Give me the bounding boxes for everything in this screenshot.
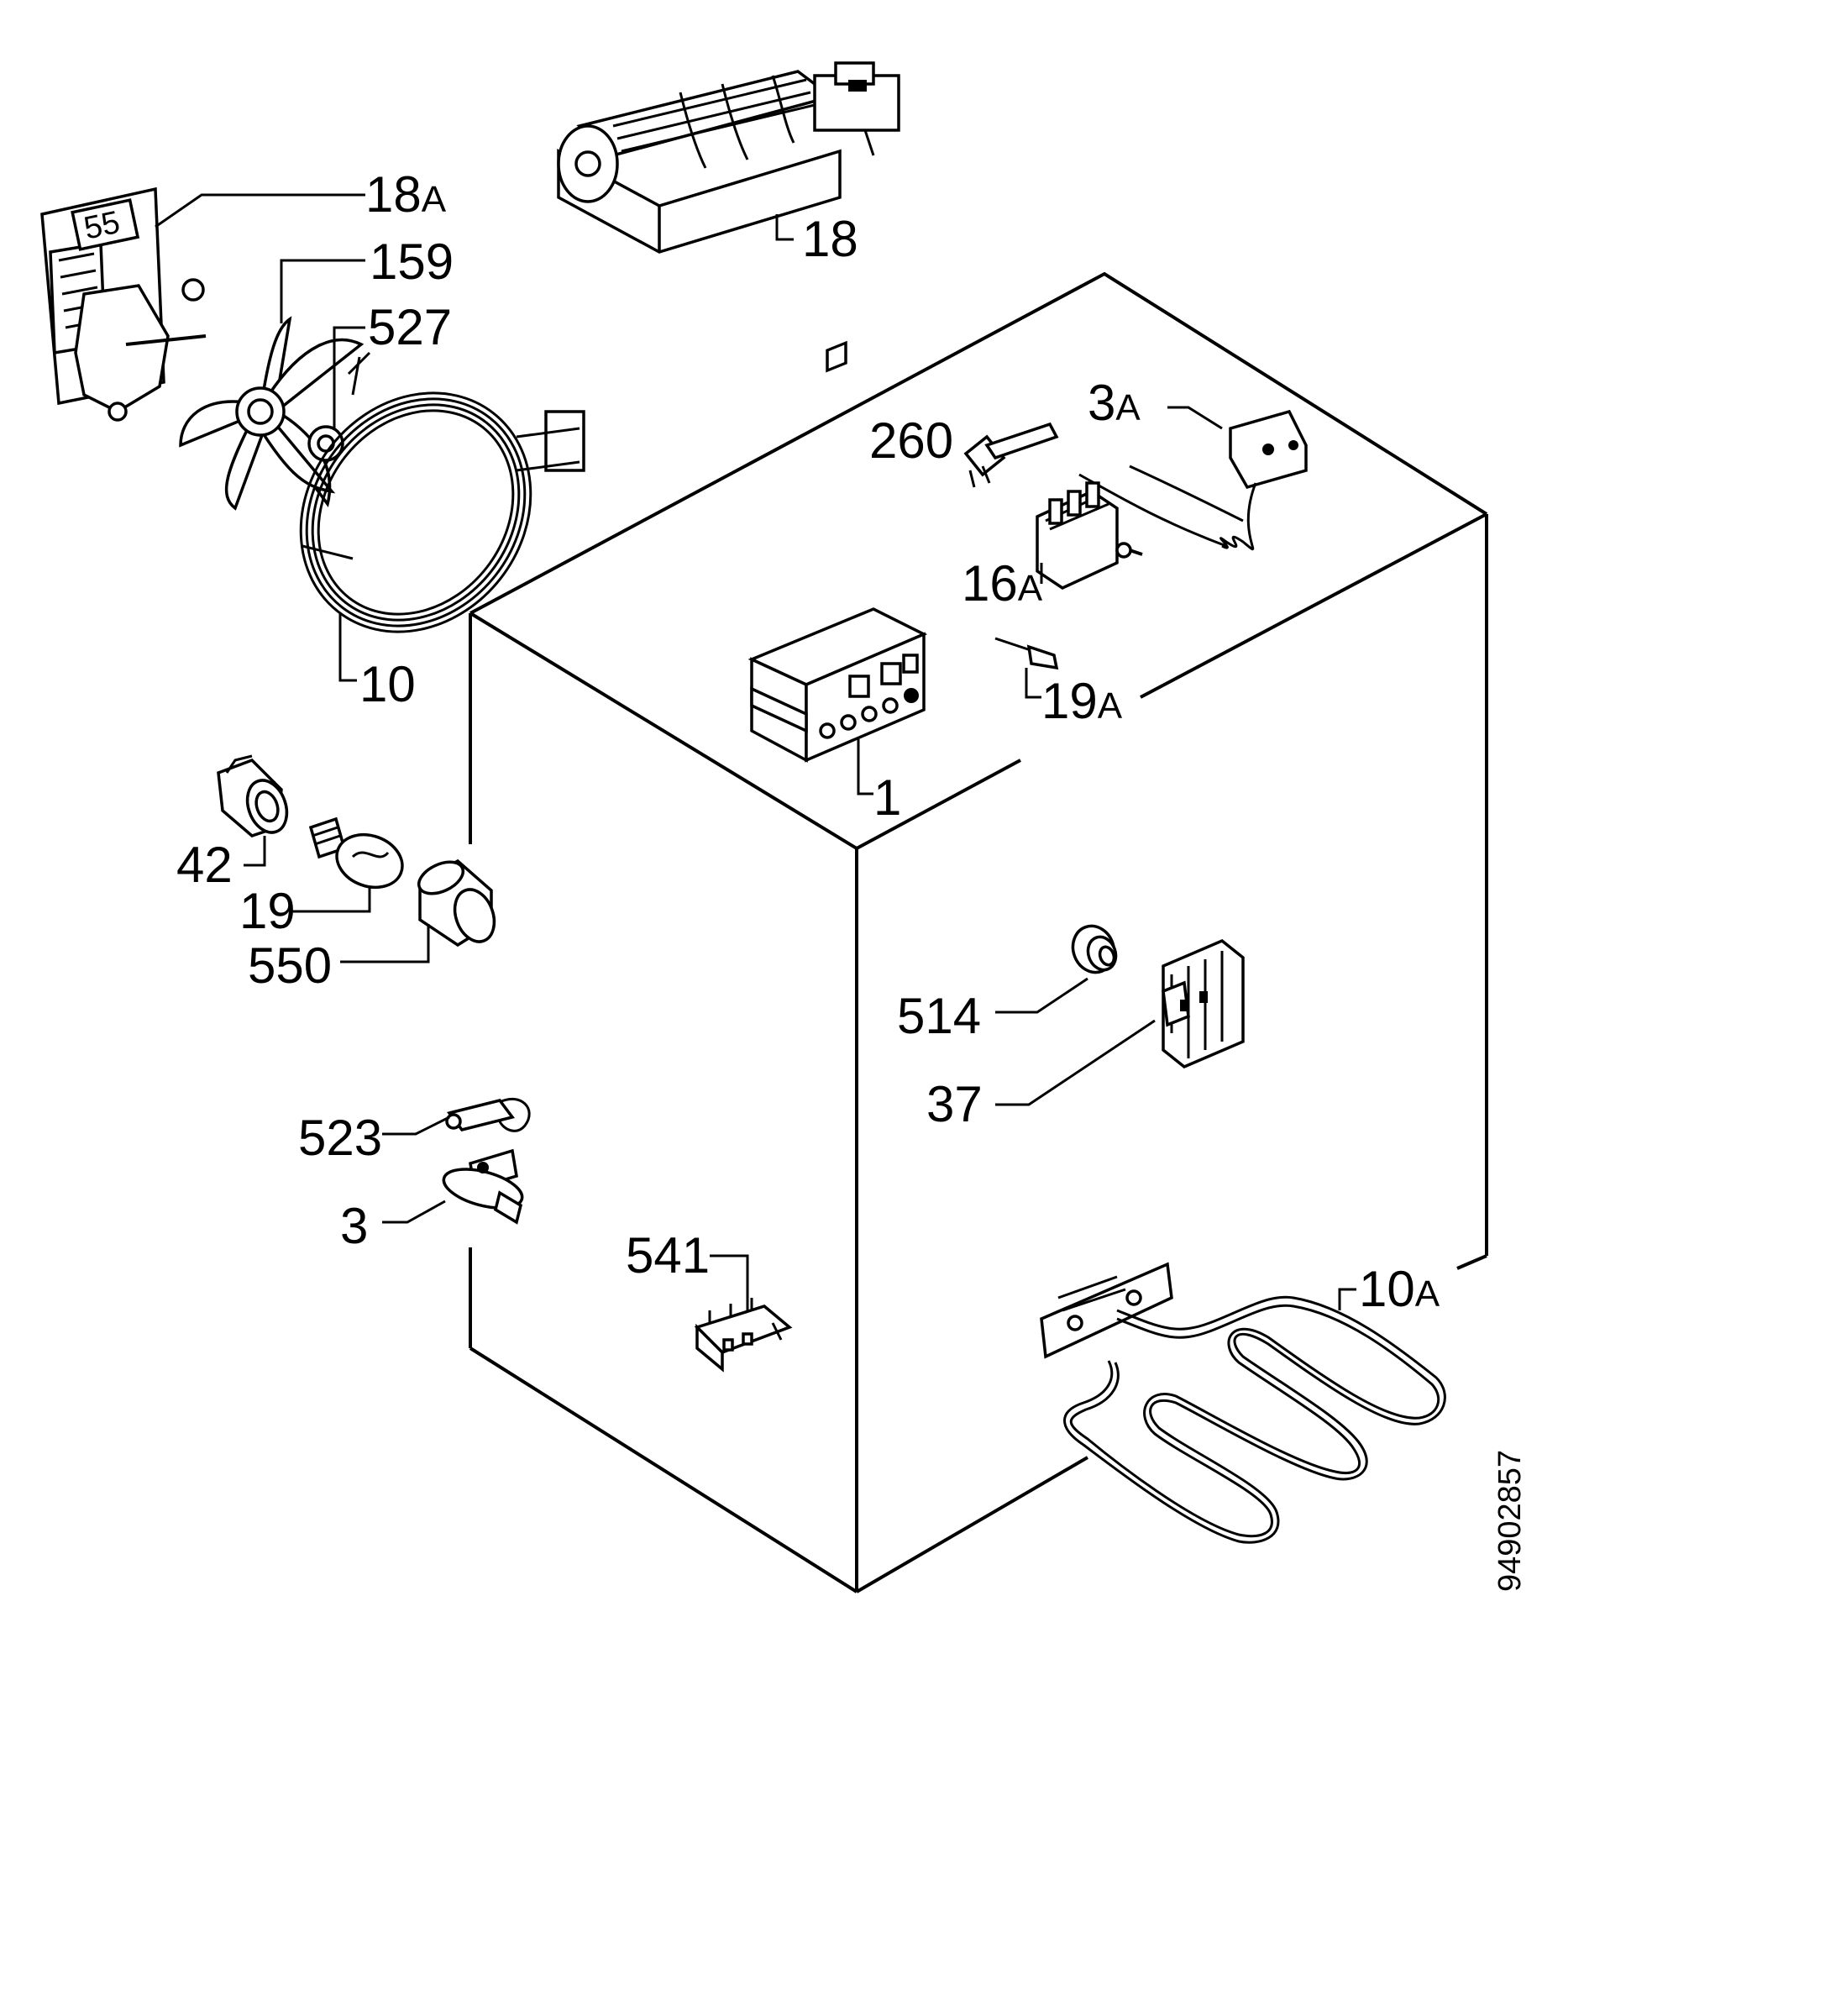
lamp-cover-part — [417, 858, 496, 948]
lamp-bulb-part — [308, 816, 404, 890]
terminal-block-part — [1162, 938, 1245, 1069]
thermostat-part — [1078, 409, 1308, 551]
label-10A: 10A — [1359, 1261, 1440, 1317]
leader-3A — [1167, 406, 1223, 430]
grill-heating-element-part — [1040, 1262, 1446, 1544]
label-523: 523 — [298, 1110, 382, 1166]
probe-part — [963, 422, 1059, 488]
lamp-holder-part — [217, 754, 289, 837]
label-514: 514 — [897, 988, 981, 1044]
leader-3 — [382, 1200, 446, 1224]
tangential-fan-part — [557, 61, 900, 254]
indicator-lamp-part — [994, 637, 1059, 670]
svg-text:55: 55 — [81, 205, 123, 247]
label-16A: 16A — [962, 555, 1043, 612]
connector-part — [694, 1298, 793, 1373]
leader-523 — [382, 1116, 450, 1136]
label-1: 1 — [873, 769, 901, 826]
drawing-code: 94902857 — [1492, 1450, 1528, 1592]
leader-19 — [290, 886, 371, 913]
bracket-part — [445, 1097, 531, 1132]
leader-37 — [995, 1019, 1156, 1106]
leader-10A — [1338, 1288, 1356, 1310]
label-527: 527 — [368, 299, 452, 355]
label-3: 3 — [340, 1198, 368, 1254]
circular-heating-element-part — [299, 391, 585, 633]
label-541: 541 — [626, 1227, 710, 1284]
label-42: 42 — [176, 837, 233, 893]
oven-cabinet-outline — [469, 271, 1488, 1593]
label-37: 37 — [926, 1076, 983, 1132]
label-10: 10 — [359, 656, 416, 712]
leader-18A — [155, 193, 365, 228]
grommet-part — [1071, 924, 1118, 974]
label-18: 18 — [802, 211, 858, 267]
electronic-timer-part — [747, 340, 928, 763]
label-3A: 3A — [1088, 375, 1141, 431]
leader-527 — [333, 326, 365, 428]
leader-42 — [244, 836, 266, 867]
leader-550 — [340, 924, 430, 963]
fan-blade-part — [179, 316, 365, 511]
label-18A: 18A — [365, 166, 447, 223]
label-260: 260 — [869, 412, 953, 469]
label-19A: 19A — [1041, 673, 1123, 729]
leader-10 — [338, 613, 357, 682]
leader-541 — [710, 1254, 749, 1310]
leader-514 — [995, 977, 1088, 1014]
label-159: 159 — [370, 234, 454, 290]
leader-18 — [775, 214, 794, 241]
selector-switch-part — [1036, 481, 1143, 590]
label-550: 550 — [248, 937, 332, 994]
leader-1 — [857, 739, 873, 795]
fan-motor-part: 55 — [40, 186, 207, 422]
thermal-cutout-part — [442, 1148, 524, 1225]
leader-19A — [1025, 668, 1041, 699]
label-19: 19 — [239, 883, 296, 939]
leader-159 — [280, 259, 365, 323]
